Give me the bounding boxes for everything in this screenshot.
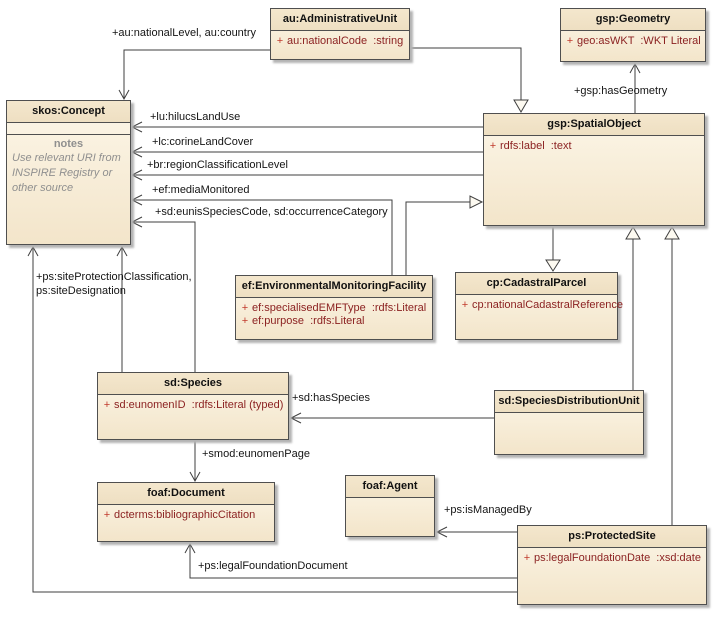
- class-title: ps:ProtectedSite: [518, 526, 706, 548]
- class-gsp-geometry[interactable]: gsp:Geometry +geo:asWKT :WKT Literal: [560, 8, 706, 62]
- class-title: foaf:Agent: [346, 476, 434, 498]
- class-cp-cadastralparcel[interactable]: cp:CadastralParcel +cp:nationalCadastral…: [455, 272, 624, 340]
- edge-protectedsite-to-document-legalfoundation[interactable]: [184, 542, 517, 579]
- edge-species-to-document-eunomenpage[interactable]: [189, 440, 201, 483]
- class-attribute: +sd:eunomenID :rdfs:Literal (typed): [103, 399, 284, 411]
- edge-monitoringfacility-to-concept-mediamonitored[interactable]: [130, 194, 393, 275]
- edge-label-legalfoundationdocument: +ps:legalFoundationDocument: [198, 560, 348, 572]
- notes-title: notes: [53, 138, 84, 150]
- edge-label-mediamonitored: +ef:mediaMonitored: [152, 184, 250, 196]
- class-gsp-spatialobject[interactable]: gsp:SpatialObject +rdfs:label :text: [483, 113, 705, 226]
- class-attribute: +cp:nationalCadastralReference: [461, 299, 624, 311]
- class-foaf-document[interactable]: foaf:Document +dcterms:bibliographicCita…: [97, 482, 275, 542]
- edge-label-eunomenpage: +smod:eunomenPage: [202, 448, 310, 460]
- class-foaf-agent[interactable]: foaf:Agent: [345, 475, 435, 537]
- class-title: skos:Concept: [7, 101, 130, 123]
- class-title: au:AdministrativeUnit: [271, 9, 409, 31]
- edge-label-au-nationallevel-country: +au:nationalLevel, au:country: [112, 27, 257, 39]
- edge-administrativeunit-to-spatialobject-generalization[interactable]: [410, 47, 529, 113]
- class-title: cp:CadastralParcel: [456, 273, 617, 295]
- class-attribute: +ps:legalFoundationDate :xsd:date: [523, 552, 701, 564]
- edge-protectedsite-to-concept-siteprotection[interactable]: [27, 245, 517, 593]
- class-skos-concept[interactable]: skos:Concept notes Use relevant URI from…: [6, 100, 131, 245]
- class-title: foaf:Document: [98, 483, 274, 505]
- edge-label-hasspecies: +sd:hasSpecies: [292, 392, 370, 404]
- class-sd-species[interactable]: sd:Species +sd:eunomenID :rdfs:Literal (…: [97, 372, 289, 440]
- edge-species-to-concept[interactable]: [116, 245, 128, 372]
- class-attribute: +geo:asWKT :WKT Literal: [566, 35, 701, 47]
- class-title: gsp:SpatialObject: [484, 114, 704, 136]
- class-attribute: +ef:specialisedEMFType :rdfs:Literal: [241, 302, 427, 314]
- class-ef-environmentalmonitoringfacility[interactable]: ef:EnvironmentalMonitoringFacility +ef:s…: [235, 275, 433, 340]
- edge-label-hilucslanduse: +lu:hilucsLandUse: [150, 111, 241, 123]
- class-attribute: +rdfs:label :text: [489, 140, 572, 152]
- edge-spatialobject-to-concept-regionclassification[interactable]: [130, 169, 483, 181]
- notes-compartment: notes Use relevant URI from INSPIRE Regi…: [7, 135, 130, 196]
- edge-administrativeunit-to-concept[interactable]: [118, 49, 270, 101]
- class-attribute: +ef:purpose :rdfs:Literal: [241, 315, 365, 327]
- edge-speciesdistributionunit-to-species-hasspecies[interactable]: [289, 412, 494, 424]
- edge-spatialobject-to-concept-corinelandcover[interactable]: [130, 146, 483, 158]
- edge-protectedsite-to-spatialobject-generalization[interactable]: [664, 226, 680, 525]
- edge-label-siteprotectionclassification: +ps:siteProtectionClassification, ps:sit…: [36, 271, 192, 297]
- edge-monitoringfacility-to-spatialobject-generalization[interactable]: [405, 195, 484, 275]
- edge-spatialobject-to-cadastralparcel[interactable]: [545, 226, 561, 272]
- class-sd-speciesdistributionunit[interactable]: sd:SpeciesDistributionUnit: [494, 390, 644, 455]
- notes-text: Use relevant URI from INSPIRE Registry o…: [12, 152, 121, 194]
- edge-label-regionclassificationlevel: +br:regionClassificationLevel: [147, 159, 288, 171]
- class-au-administrativeunit[interactable]: au:AdministrativeUnit +au:nationalCode :…: [270, 8, 410, 60]
- edge-spatialobject-to-geometry[interactable]: [629, 62, 641, 113]
- class-attribute: +dcterms:bibliographicCitation: [103, 509, 256, 521]
- edge-label-ismanagedby: +ps:isManagedBy: [444, 504, 532, 516]
- edge-protectedsite-to-agent-ismanagedby[interactable]: [435, 526, 517, 538]
- edge-speciesdistributionunit-to-spatialobject-generalization[interactable]: [625, 226, 641, 390]
- edge-label-corinelandcover: +lc:corineLandCover: [152, 136, 254, 148]
- edge-species-to-concept-eunisspeciescode[interactable]: [130, 216, 196, 372]
- class-title: sd:Species: [98, 373, 288, 395]
- edge-label-eunisspeciescode: +sd:eunisSpeciesCode, sd:occurrenceCateg…: [155, 206, 388, 218]
- edge-spatialobject-to-concept-hilucslanduse[interactable]: [130, 121, 483, 133]
- class-title: gsp:Geometry: [561, 9, 705, 31]
- edge-label-hasgeometry: +gsp:hasGeometry: [574, 85, 668, 97]
- class-title: sd:SpeciesDistributionUnit: [495, 391, 643, 413]
- class-title: ef:EnvironmentalMonitoringFacility: [236, 276, 432, 298]
- class-attribute: +au:nationalCode :string: [276, 35, 404, 47]
- class-ps-protectedsite[interactable]: ps:ProtectedSite +ps:legalFoundationDate…: [517, 525, 707, 605]
- empty-attribute-compartment: [7, 123, 130, 135]
